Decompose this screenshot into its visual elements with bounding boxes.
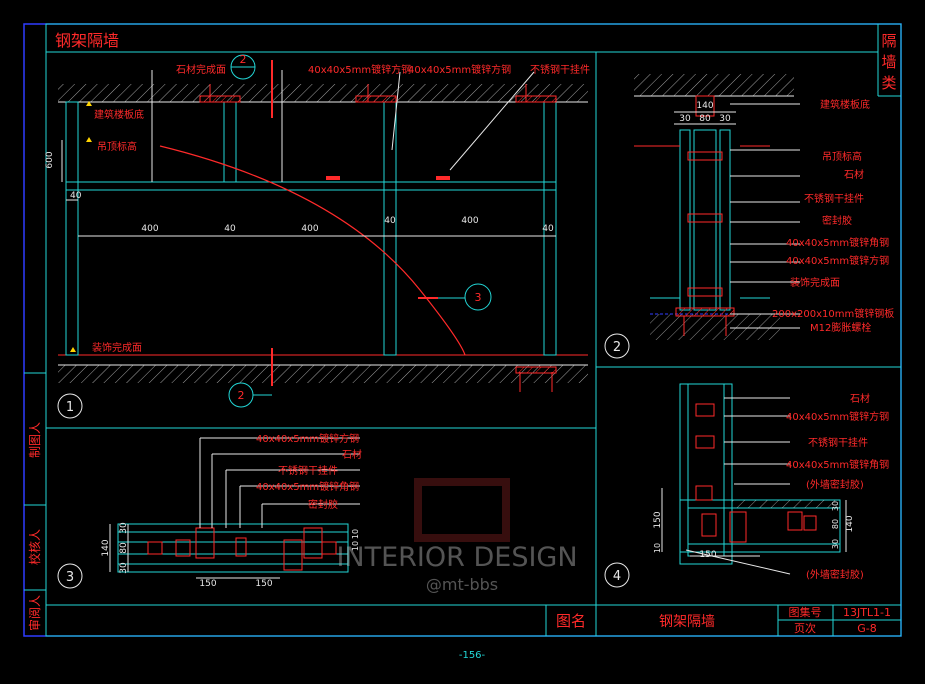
v1-callout-right: 3 [464,283,492,311]
v2-label-1: 吊顶标高 [822,150,862,163]
v4-dim-80: 80 [831,519,840,529]
v4-label-0: 石材 [850,392,870,405]
sheet-frame [23,23,902,637]
category-char-3: 类 [881,74,896,92]
view-1-marker: 1 [57,393,83,419]
v1-label-floor: 装饰完成面 [92,341,142,354]
v2-label-9: M12膨胀螺栓 [810,321,871,334]
v1-label-ceiling: 吊顶标高 [97,140,137,153]
v1-callout-bottom-num: 2 [238,389,245,402]
v1-dim-400a: 400 [141,224,158,234]
view-2-marker-num: 2 [613,340,621,355]
v2-label-6: 40x40x5mm镀锌方钢 [786,254,889,267]
v4-label-2: 不锈钢干挂件 [808,436,868,449]
page-code: G-8 [857,622,877,635]
atlas-label: 图集号 [789,605,822,619]
view-2-marker: 2 [604,333,630,359]
v4-dim-150v: 150 [653,511,663,528]
v1-label-slab: 建筑楼板底 [94,108,144,121]
view-4-corner [661,383,847,575]
drafter-label: 制图人 [28,422,42,458]
category-char-1: 隔 [881,32,896,50]
atlas-value: 13JTL1-1 [843,606,891,619]
v2-dim-80: 80 [699,114,711,124]
v2-label-4: 密封胶 [822,214,852,227]
v3-label-4: 密封胶 [308,498,338,511]
category-label: 隔 墙 类 [881,32,896,92]
v3-dim-10b: 10 [351,541,360,551]
v3-dim-30b: 30 [119,562,129,574]
view-3-marker: 3 [57,563,83,589]
v1-label-pendant: 不锈钢干挂件 [530,63,590,76]
sheet-title: 钢架隔墙 [55,31,119,50]
v4-label-3: 40x40x5mm镀锌角钢 [786,458,889,471]
v4-label-4: (外墙密封胶) [806,478,864,491]
v1-callout-top: 2 [230,53,256,80]
v4-label-1: 40x40x5mm镀锌方钢 [786,410,889,423]
v3-label-0: 40x40x5mm镀锌方钢 [256,432,359,445]
watermark-line1: INTERIOR DESIGN [336,542,577,573]
v3-label-1: 石材 [342,448,362,461]
v2-label-8: 200x200x10mm镀锌钢板 [772,307,894,320]
v3-label-3: 40x40x5mm镀锌角钢 [256,480,359,493]
v3-dim-30a: 30 [119,522,129,534]
v3-dim-150a: 150 [199,579,216,589]
v4-dim-140: 140 [845,515,855,532]
page-label: 页次 [794,621,816,635]
v1-callout-right-num: 3 [475,291,482,304]
v2-label-3: 不锈钢干挂件 [804,192,864,205]
v3-dim-10a: 10 [351,529,360,539]
v3-dim-80: 80 [119,542,129,554]
v1-dim-600: 600 [45,151,55,168]
drawing-name-label: 图名 [556,612,586,630]
watermark-line2: @mt-bbs [426,575,498,594]
v1-dim-400b: 400 [301,224,318,234]
view-2-section [634,74,800,340]
category-char-2: 墙 [881,53,896,71]
drawing-name-value: 钢架隔墙 [659,614,715,630]
v2-label-0: 建筑楼板底 [820,98,870,111]
v1-label-tube2: 40x40x5mm镀锌方钢 [408,63,511,76]
reviewer-label: 审阅人 [27,595,42,631]
v4-dim-10: 10 [653,543,662,553]
v2-dim-30b: 30 [719,114,731,124]
v2-label-7: 装饰完成面 [790,276,840,289]
v4-label-5: (外墙密封胶) [806,568,864,581]
v1-callout-top-num: 2 [240,53,247,66]
v1-label-stone-face: 石材完成面 [176,63,226,76]
v2-dim-30a: 30 [679,114,691,124]
view-3-marker-num: 3 [66,570,74,585]
v4-dim-30a: 30 [831,501,840,511]
v1-dim-400c: 400 [461,216,478,226]
v4-dim-30b: 30 [831,539,840,549]
v3-dim-150b: 150 [255,579,272,589]
view-4-marker-num: 4 [613,569,621,584]
view-1-elevation [58,60,588,392]
watermark: INTERIOR DESIGN @mt-bbs [336,478,578,594]
v4-dim-150h: 150 [699,550,716,560]
v2-dim-140: 140 [696,101,713,111]
v1-dim-40a: 40 [70,191,82,201]
v1-dim-40d: 40 [542,224,554,234]
view-1-marker-num: 1 [66,400,74,415]
v1-dim-40b: 40 [224,224,236,234]
v1-callout-bottom: 2 [228,382,272,408]
v3-label-2: 不锈钢干挂件 [278,464,338,477]
v2-label-5: 40x40x5mm镀锌角钢 [786,236,889,249]
v1-dim-40c: 40 [384,216,396,226]
checker-label: 校核人 [27,529,42,565]
v2-label-2: 石材 [844,168,864,181]
view-4-marker: 4 [604,562,630,588]
v3-dim-140: 140 [101,539,111,556]
v1-label-tube: 40x40x5mm镀锌方钢 [308,63,411,76]
page-number: -156- [459,650,486,661]
view-3-plan [109,437,360,579]
